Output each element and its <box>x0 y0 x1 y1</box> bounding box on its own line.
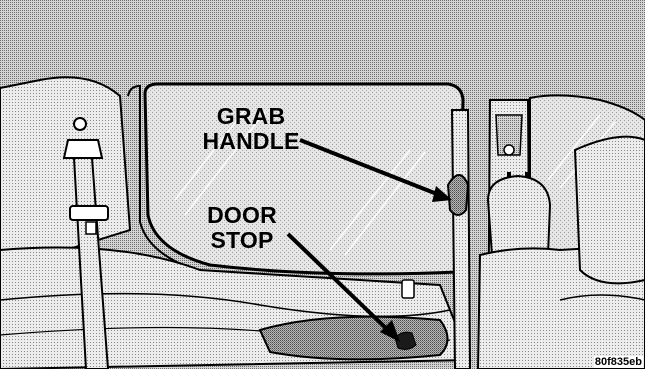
b-pillar <box>0 76 132 257</box>
figure-reference-code: 80f835eb <box>593 356 643 368</box>
callout-line: DOOR <box>207 202 277 228</box>
callout-line: HANDLE <box>202 128 300 154</box>
door-armrest <box>258 315 449 361</box>
leader-arrow-icon <box>299 138 452 202</box>
side-window <box>143 82 465 276</box>
leader-arrow-icon <box>286 232 400 342</box>
door-stop-callout: DOOR STOP <box>197 203 287 253</box>
door-stop-icon <box>394 331 417 350</box>
callout-line: STOP <box>210 227 274 253</box>
headrest-icon <box>486 172 552 261</box>
callout-line: GRAB <box>216 103 286 129</box>
seatbelt-icon <box>62 117 110 369</box>
grab-handle-callout: GRAB HANDLE <box>191 104 311 154</box>
grab-handle-icon <box>446 174 470 216</box>
